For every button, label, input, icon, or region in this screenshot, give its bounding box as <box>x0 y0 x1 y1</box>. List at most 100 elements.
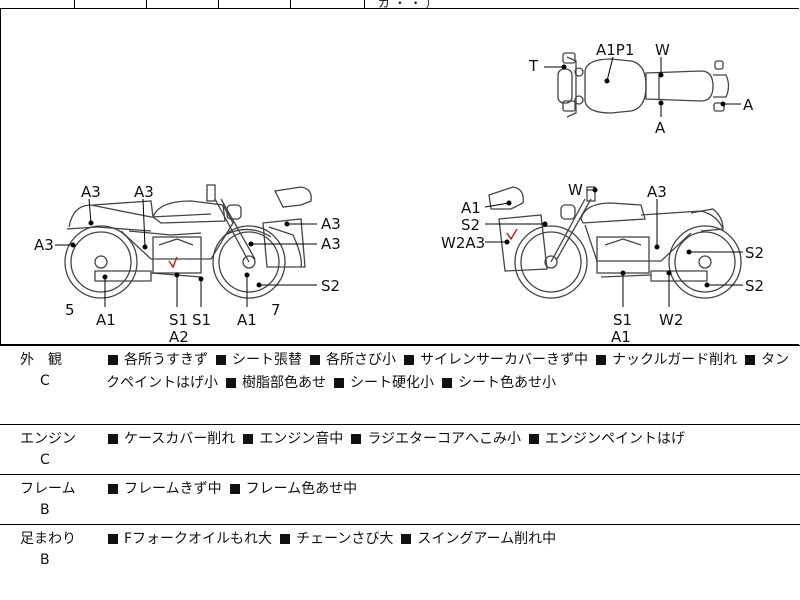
condition-item: スイングアーム削れ中 <box>399 531 556 547</box>
top-view-motorcycle <box>557 52 730 118</box>
table-cell <box>218 0 291 8</box>
bullet-square-icon <box>108 484 118 494</box>
condition-item-text: シート色あせ小 <box>458 375 556 391</box>
section-label: エンジン <box>20 431 76 447</box>
condition-item-text: 樹脂部色あせ <box>242 375 326 391</box>
section-grade: C <box>40 452 50 468</box>
section-grade: B <box>40 502 50 518</box>
bullet-square-icon <box>108 355 118 365</box>
label-right-s2: S2 <box>461 216 480 234</box>
label-top-a1p1: A1P1 <box>596 41 634 59</box>
left-side-motorcycle <box>64 184 312 299</box>
table-cell <box>290 0 365 8</box>
condition-item-text: タンクペイントはげ小 <box>106 352 790 391</box>
condition-item-text: チェーンさび大 <box>296 531 394 547</box>
condition-item: 各所さび小 <box>308 352 396 368</box>
condition-item: タンクペイントはげ小 <box>106 352 789 391</box>
right-view-callouts <box>484 187 743 307</box>
label-right-a1: A1 <box>611 328 631 346</box>
bullet-square-icon <box>596 355 606 365</box>
condition-item: サイレンサーカバーきず中 <box>402 352 588 368</box>
section-frame: フレーム B フレームきず中 フレーム色あせ中 <box>0 474 800 524</box>
condition-item-text: フレームきず中 <box>124 481 222 497</box>
label-top-w: W <box>655 41 670 59</box>
section-grade: C <box>40 373 50 389</box>
condition-item: シート硬化小 <box>332 375 434 391</box>
section-items: ケースカバー削れエンジン音中 ラジエターコアへこみ小 エンジンペイントはげ <box>106 428 792 451</box>
section-label: フレーム <box>20 481 76 497</box>
label-right-a3: A3 <box>647 183 667 201</box>
label-left-a3: A3 <box>81 183 101 201</box>
bullet-square-icon <box>310 355 320 365</box>
top-table-strip: ガ ・ ・ ） <box>0 0 800 10</box>
section-grade: B <box>40 552 50 568</box>
condition-item: ラジエターコアへこみ小 <box>349 431 521 447</box>
damage-diagram-panel: A1P1 W T A A A3 A3 A3 A3 A3 5 A1 S1 S1 A… <box>0 8 799 346</box>
bullet-square-icon <box>351 434 362 444</box>
left-view-callouts <box>55 198 317 307</box>
label-left-a1: A1 <box>96 311 116 329</box>
condition-item: 各所うすきず <box>106 352 208 368</box>
label-left-7: 7 <box>271 301 281 319</box>
top-view-callouts <box>544 56 741 117</box>
damage-mark-icon <box>168 256 178 269</box>
label-left-a2: A2 <box>169 328 189 346</box>
condition-item: ケースカバー削れ <box>106 431 235 447</box>
bullet-square-icon <box>529 434 540 444</box>
label-right-w: W <box>568 181 583 199</box>
bullet-square-icon <box>243 434 254 444</box>
label-left-s1: S1 <box>169 311 188 329</box>
condition-item-text: サイレンサーカバーきず中 <box>420 352 588 368</box>
section-exterior: 外 観 C 各所うすきずシート張替各所さび小サイレンサーカバーきず中ナックルガー… <box>0 345 800 424</box>
condition-item: フレーム色あせ中 <box>228 481 358 497</box>
bullet-square-icon <box>745 355 756 365</box>
section-items: 各所うすきず シート張替各所さび小 サイレンサーカバーきず中 ナックルガード削れタンク… <box>106 349 792 395</box>
partial-header-text: ガ ・ ・ ） <box>378 0 438 10</box>
label-left-a1: A1 <box>237 311 257 329</box>
bullet-square-icon <box>404 355 414 365</box>
label-right-s2: S2 <box>745 244 764 262</box>
bullet-square-icon <box>216 355 226 365</box>
section-items: フレームきず中 フレーム色あせ中 <box>106 478 792 501</box>
label-right-s1: S1 <box>613 311 632 329</box>
condition-item-text: 各所うすきず <box>124 352 208 368</box>
bullet-square-icon <box>334 378 344 388</box>
condition-item-text: エンジンペイントはげ <box>545 431 686 447</box>
table-cell <box>146 0 219 8</box>
bullet-square-icon <box>280 534 291 544</box>
section-items: Fフォークオイルもれ大 チェーンさび大 スイングアーム削れ中 <box>106 528 792 551</box>
condition-item-text: フレーム色あせ中 <box>245 481 358 497</box>
condition-item: フレームきず中 <box>106 481 222 497</box>
condition-item: エンジンペイントはげ <box>527 431 685 447</box>
label-left-a3: A3 <box>321 215 341 233</box>
section-label: 足まわり <box>20 531 76 547</box>
label-right-w2: W2 <box>659 311 683 329</box>
label-left-a3: A3 <box>134 183 154 201</box>
bullet-square-icon <box>229 484 240 494</box>
table-cell <box>0 0 75 8</box>
condition-item-text: シート張替 <box>232 352 302 368</box>
label-left-s1: S1 <box>192 311 211 329</box>
condition-item: 樹脂部色あせ <box>224 375 326 391</box>
bullet-square-icon <box>226 378 236 388</box>
condition-item: Fフォークオイルもれ大 <box>106 531 272 547</box>
label-left-s2: S2 <box>321 277 340 295</box>
damage-mark-icon <box>506 228 518 241</box>
label-right-w2a3: W2A3 <box>441 234 485 252</box>
label-left-a3: A3 <box>34 236 54 254</box>
label-top-a-right: A <box>743 96 754 114</box>
label-right-a1: A1 <box>461 199 481 217</box>
condition-item-text: Fフォークオイルもれ大 <box>124 531 273 547</box>
label-right-s2: S2 <box>745 277 764 295</box>
condition-item-text: ナックルガード削れ <box>612 352 738 368</box>
condition-item-text: スイングアーム削れ中 <box>417 531 557 547</box>
section-engine: エンジン C ケースカバー削れエンジン音中 ラジエターコアへこみ小 エンジンペイント… <box>0 424 800 474</box>
label-left-a3: A3 <box>321 235 341 253</box>
condition-item: エンジン音中 <box>241 431 343 447</box>
bullet-square-icon <box>442 378 452 388</box>
label-top-a-bottom: A <box>655 119 666 137</box>
bullet-square-icon <box>108 534 118 544</box>
bullet-square-icon <box>401 534 412 544</box>
condition-item-text: ラジエターコアへこみ小 <box>367 431 522 447</box>
condition-item: シート張替 <box>214 352 302 368</box>
